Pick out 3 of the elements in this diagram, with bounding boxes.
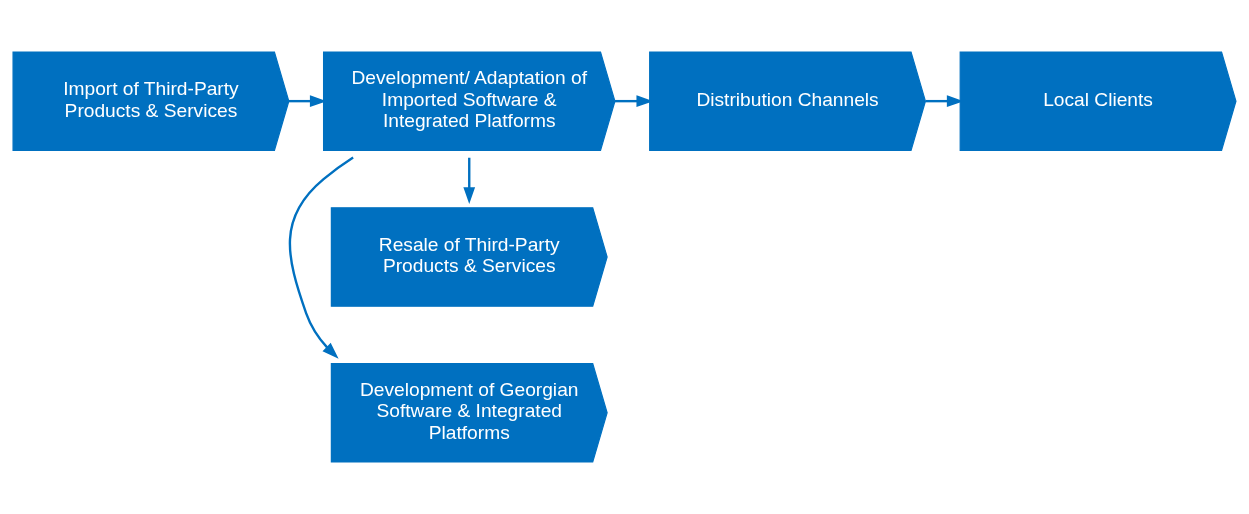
arrow: [463, 157, 476, 204]
arrow: [925, 95, 964, 108]
arrow: [288, 156, 354, 359]
